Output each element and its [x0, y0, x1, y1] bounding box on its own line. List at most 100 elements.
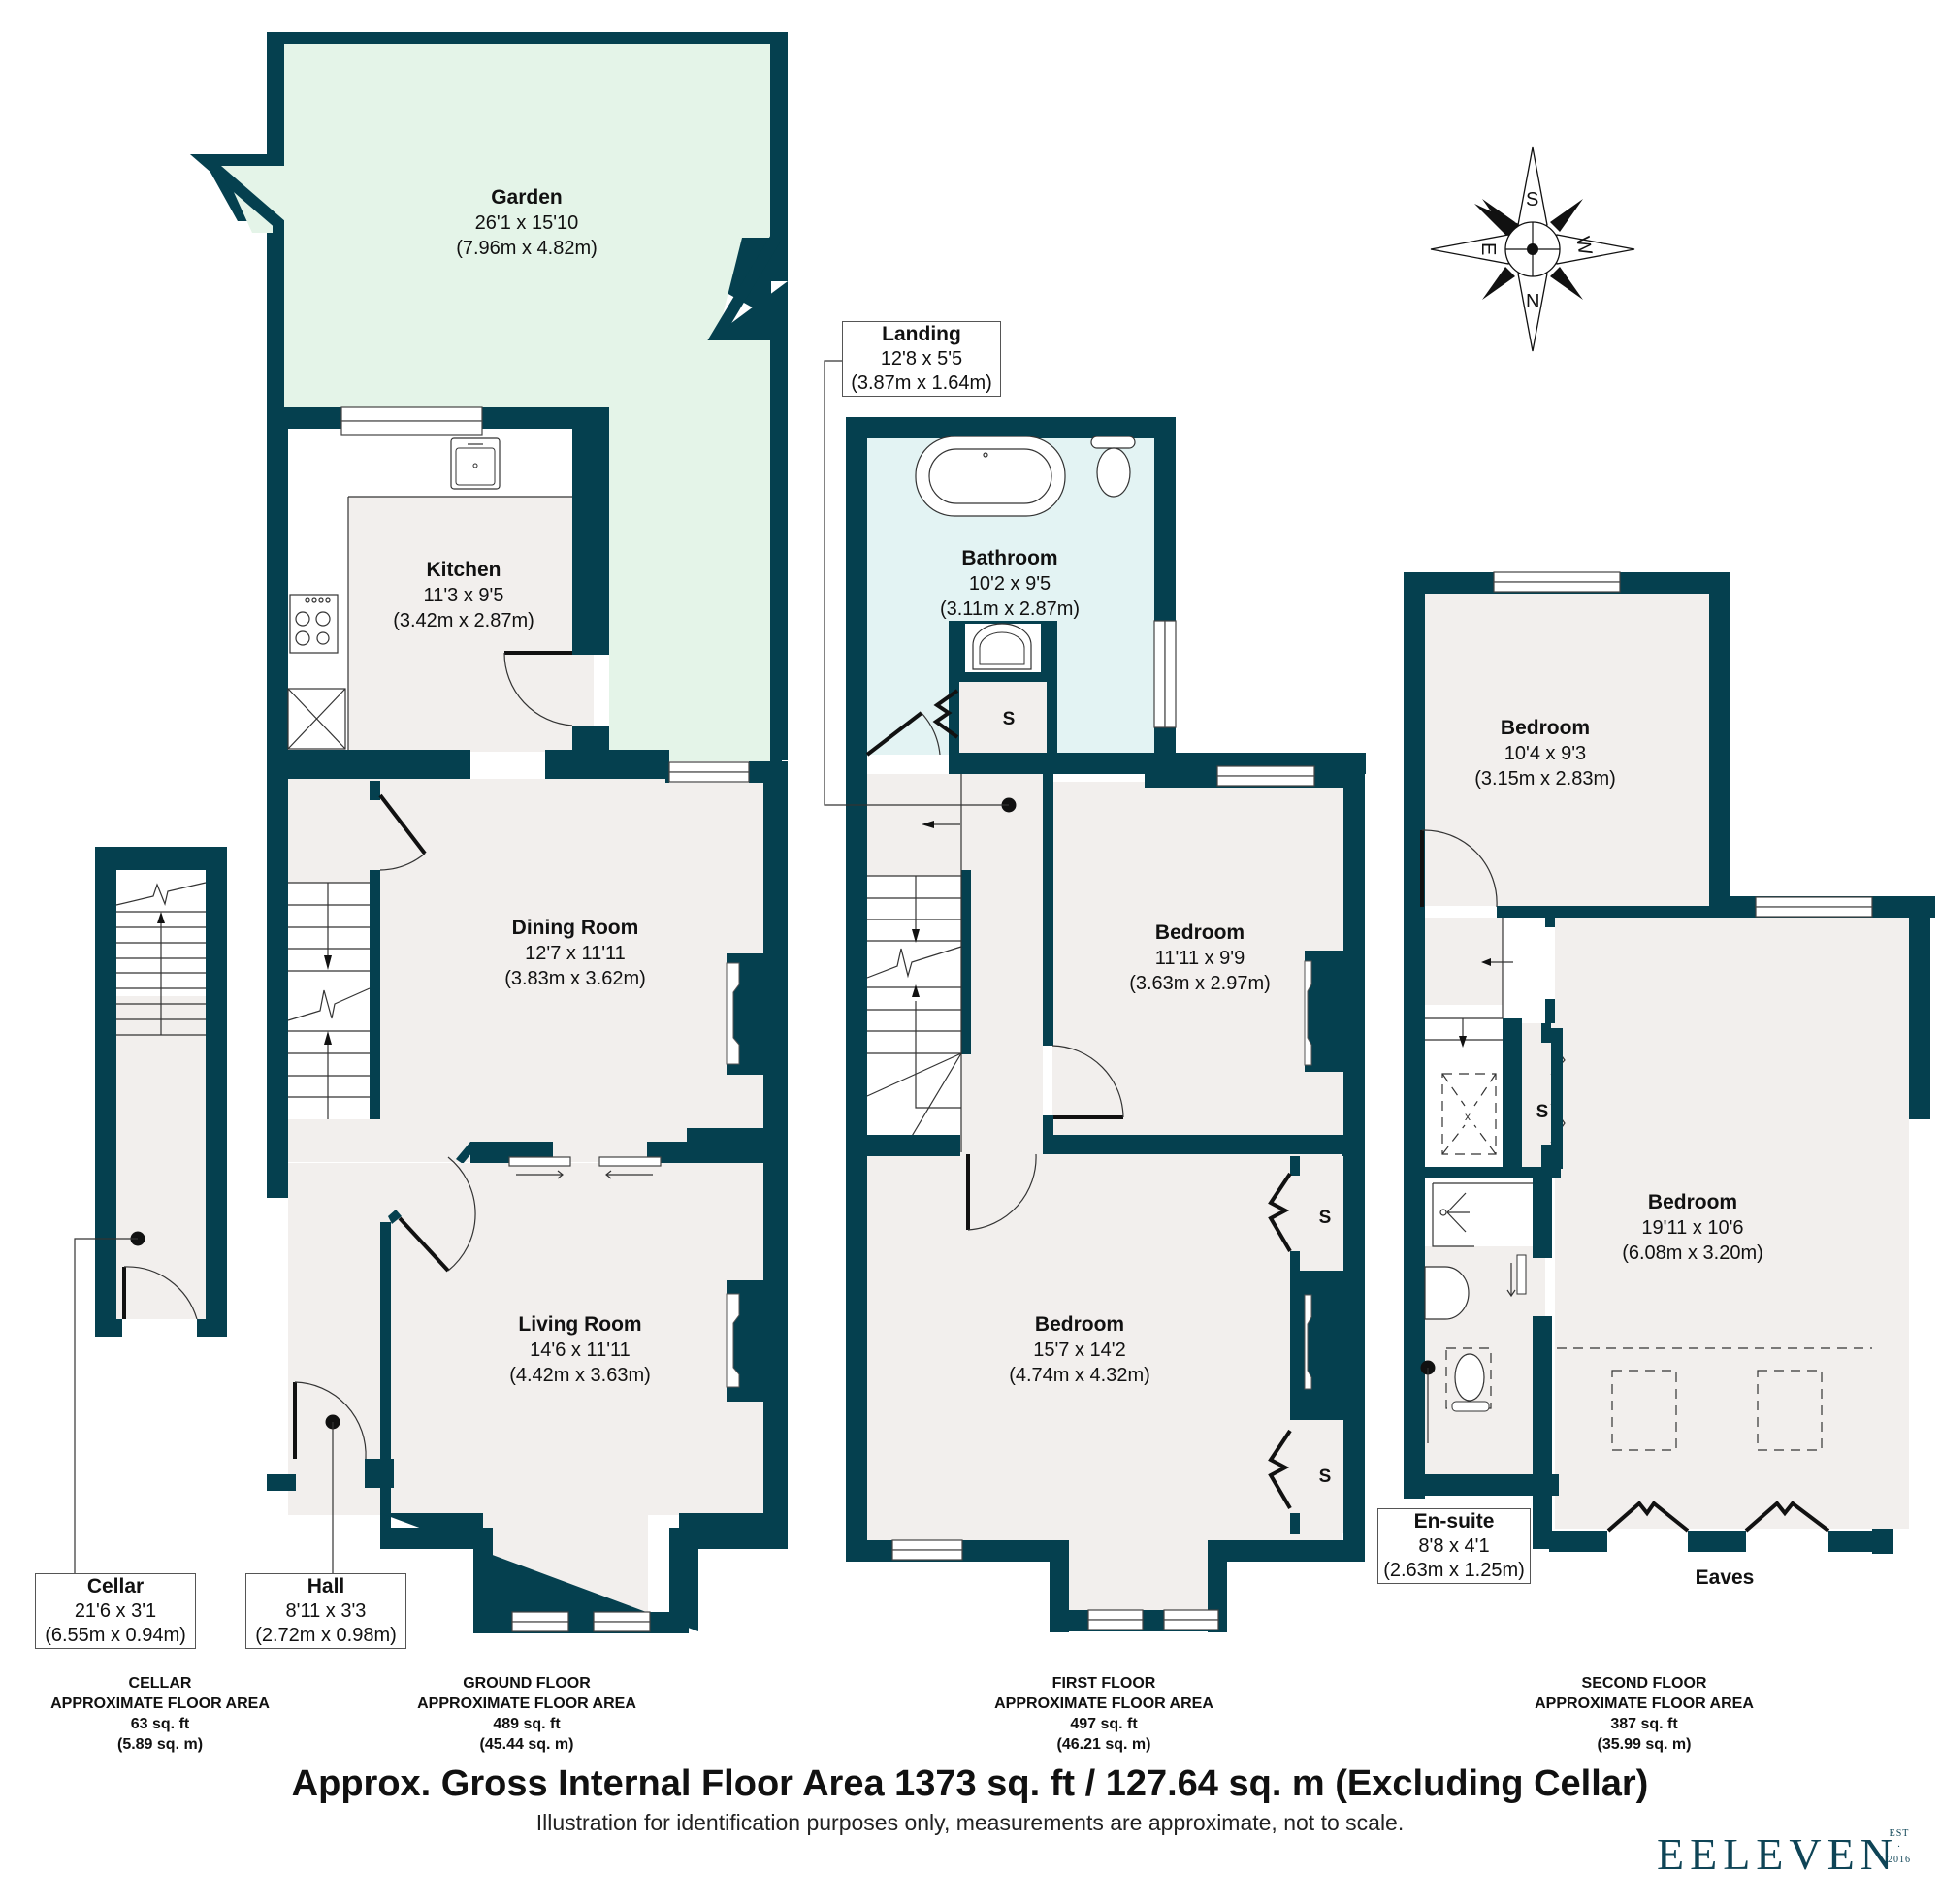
room-label-dining-room: Dining Room 12'7 x 11'11 (3.83m x 3.62m): [504, 915, 646, 991]
shower-tray-icon: x: [1441, 1073, 1497, 1155]
compass-south-label: S: [1526, 189, 1538, 210]
room-label-bedroom-2: Bedroom 15'7 x 14'2 (4.74m x 4.32m): [1009, 1311, 1150, 1388]
room-label-bedroom-4: Bedroom 19'11 x 10'6 (6.08m x 3.20m): [1622, 1189, 1763, 1266]
cellar-area: [74, 847, 227, 1573]
room-label-bathroom: Bathroom 10'2 x 9'5 (3.11m x 2.87m): [940, 545, 1080, 622]
room-imperial: 8'8 x 4'1: [1418, 1535, 1490, 1558]
room-metric: (4.74m x 4.32m): [1009, 1365, 1150, 1387]
cooker-hob-icon: [289, 594, 339, 654]
room-metric: (2.63m x 1.25m): [1383, 1560, 1525, 1582]
storage-label: S: [1536, 1102, 1549, 1122]
floor-sqm: (35.99 sq. m): [1597, 1736, 1692, 1754]
brand-est-year: 2016: [1888, 1855, 1911, 1865]
compass-rose-icon: S N E W: [1430, 146, 1635, 352]
living-room-area: [288, 1156, 788, 1633]
dining-room-area: [287, 761, 788, 1169]
basin-icon: [972, 623, 1032, 670]
storage-label: S: [1318, 1467, 1332, 1487]
room-name: Bathroom: [961, 547, 1058, 569]
room-imperial: 19'11 x 10'6: [1641, 1217, 1744, 1240]
room-imperial: 10'2 x 9'5: [968, 573, 1051, 596]
room-name: Hall: [307, 1575, 345, 1597]
disclaimer-text: Illustration for identification purposes…: [535, 1810, 1405, 1835]
room-name: Dining Room: [511, 917, 639, 939]
room-name: Bedroom: [1034, 1313, 1125, 1336]
floor-subtitle: APPROXIMATE FLOOR AREA: [417, 1695, 636, 1713]
room-metric: (6.55m x 0.94m): [45, 1625, 186, 1647]
basin-icon: [1424, 1266, 1470, 1320]
room-imperial: 11'3 x 9'5: [423, 585, 504, 607]
floor-sqft: 387 sq. ft: [1610, 1716, 1678, 1733]
floor-sqm: (45.44 sq. m): [479, 1736, 574, 1754]
room-imperial: 26'1 x 15'10: [474, 212, 579, 235]
floor-summary-ground: GROUND FLOOR APPROXIMATE FLOOR AREA 489 …: [417, 1673, 636, 1755]
skylight-icon: [1611, 1370, 1823, 1451]
brand-est-dot: ·: [1896, 1841, 1902, 1853]
room-metric: (3.42m x 2.87m): [393, 610, 534, 632]
room-imperial: 12'7 x 11'11: [525, 943, 626, 965]
room-metric: (3.83m x 3.62m): [504, 968, 646, 990]
room-label-kitchen: Kitchen 11'3 x 9'5 (3.42m x 2.87m): [393, 557, 534, 633]
brand-est-label: EST: [1889, 1828, 1910, 1839]
eaves-label: Eaves: [1695, 1566, 1755, 1589]
room-label-bedroom-1: Bedroom 11'11 x 9'9 (3.63m x 2.97m): [1129, 920, 1271, 996]
door-icon: [503, 651, 573, 726]
floor-sqm: (5.89 sq. m): [116, 1736, 204, 1754]
svg-text:x: x: [1465, 1110, 1471, 1123]
floor-sqft: 63 sq. ft: [130, 1716, 190, 1733]
second-floor-area: x: [1404, 571, 1935, 1554]
room-name: Cellar: [86, 1575, 145, 1597]
room-label-living-room: Living Room 14'6 x 11'11 (4.42m x 3.63m): [509, 1311, 651, 1388]
toilet-icon: [1445, 1347, 1492, 1412]
garden-area: [189, 32, 788, 761]
floor-subtitle: APPROXIMATE FLOOR AREA: [994, 1695, 1213, 1713]
floor-name: GROUND FLOOR: [463, 1675, 591, 1692]
floor-sqm: (46.21 sq. m): [1056, 1736, 1151, 1754]
room-imperial: 21'6 x 3'1: [74, 1600, 157, 1623]
appliance-icon: [287, 688, 346, 750]
room-imperial: 14'6 x 11'11: [530, 1339, 630, 1362]
room-name: Bedroom: [1154, 921, 1245, 944]
staircase-icon: [287, 882, 371, 1119]
room-name: Living Room: [518, 1313, 642, 1336]
room-name: Landing: [882, 323, 961, 345]
floor-summary-first: FIRST FLOOR APPROXIMATE FLOOR AREA 497 s…: [994, 1673, 1213, 1755]
floor-name: CELLAR: [128, 1675, 192, 1692]
room-name: En-suite: [1413, 1510, 1495, 1533]
toilet-icon: [1090, 436, 1136, 498]
kitchen-sink-icon: [450, 437, 501, 490]
floor-subtitle: APPROXIMATE FLOOR AREA: [50, 1695, 270, 1713]
floor-subtitle: APPROXIMATE FLOOR AREA: [1535, 1695, 1754, 1713]
room-imperial: 11'11 x 9'9: [1154, 948, 1245, 970]
compass-east-label: E: [1477, 242, 1499, 255]
bathtub-icon: [915, 436, 1066, 517]
floor-name: FIRST FLOOR: [1051, 1675, 1156, 1692]
room-metric: (3.87m x 1.64m): [851, 372, 992, 395]
floor-sqft: 489 sq. ft: [493, 1716, 561, 1733]
room-metric: (6.08m x 3.20m): [1622, 1242, 1763, 1265]
gross-floor-area: Approx. Gross Internal Floor Area 1373 s…: [291, 1763, 1649, 1804]
room-metric: (4.42m x 3.63m): [509, 1365, 651, 1387]
room-metric: (3.11m x 2.87m): [939, 598, 1081, 621]
room-callout-hall: Hall 8'11 x 3'3 (2.72m x 0.98m): [245, 1573, 406, 1650]
room-metric: (2.72m x 0.98m): [255, 1625, 397, 1647]
room-label-bedroom-3: Bedroom 10'4 x 9'3 (3.15m x 2.83m): [1474, 715, 1616, 791]
floor-sqft: 497 sq. ft: [1070, 1716, 1138, 1733]
floor-summary-second: SECOND FLOOR APPROXIMATE FLOOR AREA 387 …: [1535, 1673, 1754, 1755]
room-name: Garden: [491, 186, 563, 209]
floor-name: SECOND FLOOR: [1581, 1675, 1707, 1692]
room-imperial: 8'11 x 3'3: [285, 1600, 367, 1623]
room-name: Bedroom: [1647, 1191, 1738, 1213]
brand-logo: EELEVEN: [1657, 1829, 1898, 1879]
room-name: Bedroom: [1500, 717, 1591, 739]
room-metric: (7.96m x 4.82m): [456, 238, 598, 260]
room-callout-cellar: Cellar 21'6 x 3'1 (6.55m x 0.94m): [35, 1573, 196, 1650]
room-metric: (3.63m x 2.97m): [1129, 973, 1271, 995]
brand-established: EST · 2016: [1888, 1827, 1911, 1867]
storage-label: S: [1318, 1208, 1332, 1228]
storage-label: S: [1002, 709, 1016, 729]
compass-west-label: W: [1571, 235, 1596, 257]
floor-summary-cellar: CELLAR APPROXIMATE FLOOR AREA 63 sq. ft …: [50, 1673, 270, 1755]
room-metric: (3.15m x 2.83m): [1474, 768, 1616, 791]
first-floor-area: [824, 360, 1366, 1632]
